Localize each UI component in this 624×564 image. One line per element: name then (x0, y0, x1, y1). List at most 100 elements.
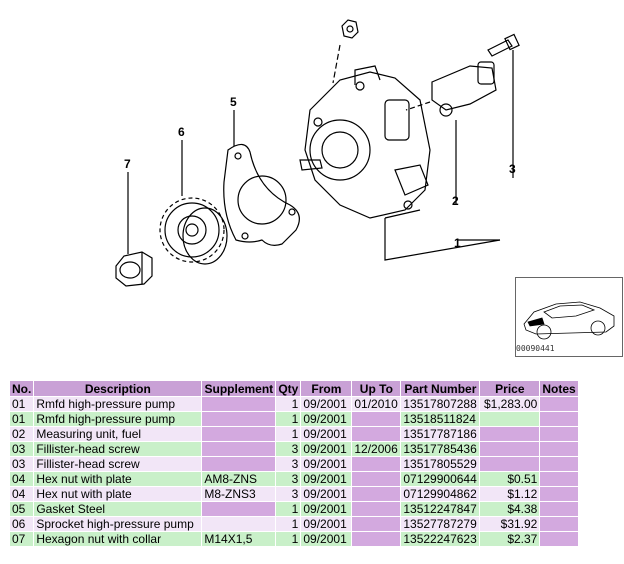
cell-part-number: 13517785436 (401, 442, 480, 456)
header-notes: Notes (540, 381, 578, 396)
cell-part-number: 13527787279 (401, 517, 480, 531)
header-no: No. (10, 381, 34, 396)
callout-5: 5 (230, 95, 237, 109)
cell-up-to: 01/2010 (352, 397, 401, 411)
cell-up-to (352, 517, 401, 531)
cell-supplement (202, 517, 276, 531)
table-row: 04 Hex nut with plate AM8-ZNS 3 09/2001 … (10, 472, 578, 486)
cell-from: 09/2001 (301, 427, 352, 441)
cell-up-to (352, 412, 401, 426)
cell-description: Fillister-head screw (34, 457, 202, 471)
cell-supplement: AM8-ZNS (202, 472, 276, 486)
cell-description: Gasket Steel (34, 502, 202, 516)
cell-part-number: 13522247623 (401, 532, 480, 546)
thumbnail-code: 00090441 (516, 344, 555, 353)
cell-notes (540, 517, 578, 531)
vehicle-thumbnail (515, 277, 623, 357)
cell-no: 07 (10, 532, 34, 546)
cell-qty: 1 (276, 412, 301, 426)
header-qty: Qty (276, 381, 301, 396)
cell-supplement (202, 427, 276, 441)
table-row: 06 Sprocket high-pressure pump 1 09/2001… (10, 517, 578, 531)
cell-up-to (352, 427, 401, 441)
table-row: 03 Fillister-head screw 3 09/2001 135178… (10, 457, 578, 471)
cell-notes (540, 532, 578, 546)
cell-up-to (352, 502, 401, 516)
cell-no: 01 (10, 412, 34, 426)
cell-part-number: 13518511824 (401, 412, 480, 426)
cell-no: 04 (10, 487, 34, 501)
cell-price: $0.51 (480, 472, 540, 486)
cell-supplement: M8-ZNS3 (202, 487, 276, 501)
cell-price: $2.37 (480, 532, 540, 546)
cell-no: 02 (10, 427, 34, 441)
table-row: 02 Measuring unit, fuel 1 09/2001 135177… (10, 427, 578, 441)
screw-part (487, 33, 520, 57)
top-nut-part (332, 19, 359, 84)
cell-no: 05 (10, 502, 34, 516)
cell-up-to (352, 487, 401, 501)
cell-no: 04 (10, 472, 34, 486)
cell-notes (540, 502, 578, 516)
cell-qty: 1 (276, 397, 301, 411)
table-row: 01 Rmfd high-pressure pump 1 09/2001 01/… (10, 397, 578, 411)
cell-price (480, 427, 540, 441)
callout-6: 6 (178, 125, 185, 139)
cell-notes (540, 412, 578, 426)
cell-supplement (202, 397, 276, 411)
cell-price: $1,283.00 (480, 397, 540, 411)
table-header-row: No. Description Supplement Qty From Up T… (10, 381, 578, 396)
cell-price: $4.38 (480, 502, 540, 516)
cell-price (480, 412, 540, 426)
header-supplement: Supplement (202, 381, 276, 396)
cell-up-to: 12/2006 (352, 442, 401, 456)
cell-no: 03 (10, 457, 34, 471)
cell-no: 06 (10, 517, 34, 531)
cell-price (480, 442, 540, 456)
car-icon (523, 301, 615, 340)
cell-part-number: 13517805529 (401, 457, 480, 471)
table-row: 07 Hexagon nut with collar M14X1,5 1 09/… (10, 532, 578, 546)
callout-3: 3 (509, 162, 516, 176)
cell-from: 09/2001 (301, 442, 352, 456)
cell-from: 09/2001 (301, 457, 352, 471)
table-row: 05 Gasket Steel 1 09/2001 13512247847 $4… (10, 502, 578, 516)
callout-2: 2 (452, 194, 459, 208)
cell-no: 03 (10, 442, 34, 456)
cell-notes (540, 457, 578, 471)
header-part-number: Part Number (401, 381, 480, 396)
gasket-part (223, 143, 300, 246)
parts-diagram: 7 6 5 2 3 1 (115, 19, 520, 287)
callout-leaders (127, 50, 514, 261)
hex-nut-part (115, 251, 153, 287)
cell-qty: 3 (276, 472, 301, 486)
table-row: 03 Fillister-head screw 3 09/2001 12/200… (10, 442, 578, 456)
cell-qty: 3 (276, 442, 301, 456)
cell-up-to (352, 532, 401, 546)
cell-qty: 1 (276, 517, 301, 531)
header-up-to: Up To (352, 381, 401, 396)
cell-description: Hex nut with plate (34, 472, 202, 486)
cell-qty: 1 (276, 502, 301, 516)
sprocket-part (159, 197, 228, 265)
cell-supplement (202, 412, 276, 426)
cell-description: Hexagon nut with collar (34, 532, 202, 546)
cell-part-number: 07129904862 (401, 487, 480, 501)
cell-supplement (202, 457, 276, 471)
cell-qty: 1 (276, 532, 301, 546)
cell-notes (540, 427, 578, 441)
parts-table: No. Description Supplement Qty From Up T… (9, 380, 579, 547)
cell-part-number: 13512247847 (401, 502, 480, 516)
header-description: Description (34, 381, 202, 396)
cell-supplement (202, 502, 276, 516)
cell-from: 09/2001 (301, 412, 352, 426)
cell-part-number: 13517807288 (401, 397, 480, 411)
cell-up-to (352, 457, 401, 471)
table-row: 01 Rmfd high-pressure pump 1 09/2001 135… (10, 412, 578, 426)
cell-qty: 3 (276, 457, 301, 471)
cell-from: 09/2001 (301, 502, 352, 516)
cell-part-number: 07129900644 (401, 472, 480, 486)
cell-description: Hex nut with plate (34, 487, 202, 501)
cell-from: 09/2001 (301, 472, 352, 486)
cell-qty: 3 (276, 487, 301, 501)
